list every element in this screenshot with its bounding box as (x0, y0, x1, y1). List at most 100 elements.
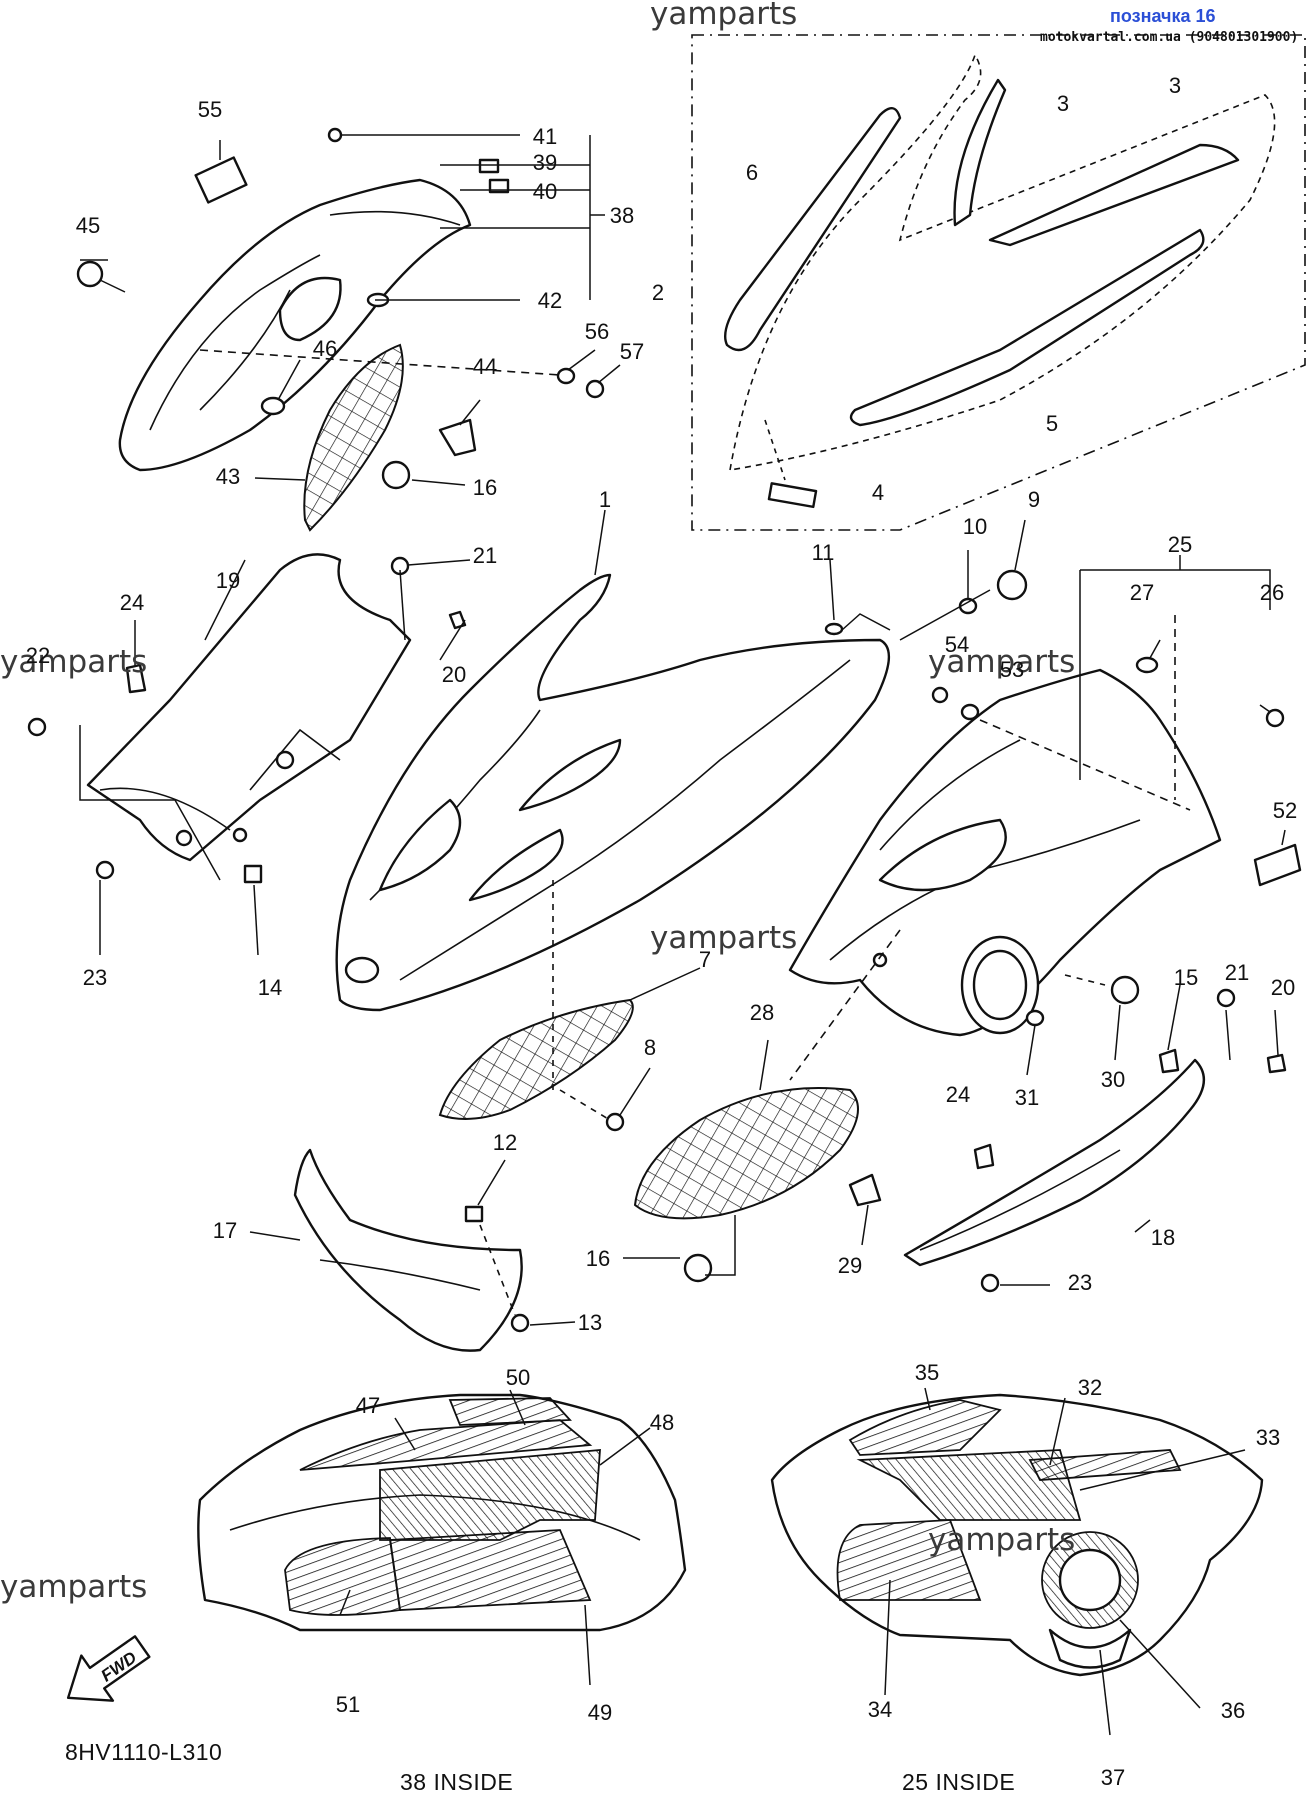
bracket-44 (438, 418, 477, 457)
nut-12 (464, 1205, 484, 1223)
parts-tag: позначка 16 (1110, 6, 1216, 26)
grommet-9 (996, 569, 1028, 601)
inset-25-inside (770, 1393, 1264, 1677)
callout-21: 21 (473, 543, 497, 568)
part-40 (488, 178, 510, 194)
grommet-30 (1110, 975, 1140, 1005)
callout-52: 52 (1273, 798, 1297, 823)
watermark-left: yamparts (0, 644, 147, 680)
screw-8 (605, 1112, 625, 1132)
callout-5: 5 (1046, 411, 1058, 436)
rear-cowl-25 (788, 668, 1222, 1037)
nut-20b (1266, 1053, 1287, 1074)
callout-13: 13 (578, 1310, 602, 1335)
callout-34: 34 (868, 1697, 892, 1722)
callout-11: 11 (812, 540, 835, 565)
clip-4 (767, 482, 818, 509)
callout-57: 57 (620, 339, 644, 364)
under-cowl-17 (293, 1148, 523, 1352)
watermark-lower-right: yamparts (928, 1522, 1075, 1558)
duct-7 (438, 998, 634, 1120)
callout-16: 16 (473, 475, 497, 500)
callout-26: 26 (1260, 580, 1284, 605)
inset-caption-38: 38 INSIDE (400, 1769, 513, 1795)
side-cover-18 (903, 1058, 1205, 1267)
source-label: motokvartal.com.ua (904801301900) (1040, 30, 1298, 45)
washer-11 (824, 622, 844, 636)
callout-48: 48 (650, 1410, 674, 1435)
clip-24a (125, 663, 147, 694)
callout-54: 54 (945, 632, 969, 657)
callout-17: 17 (213, 1218, 237, 1243)
callout-33: 33 (1256, 1425, 1280, 1450)
watermark-top: yamparts (650, 0, 797, 32)
watermark-lower-left: yamparts (0, 1569, 147, 1605)
washer-53 (960, 703, 980, 721)
stripe-35 (848, 1399, 1002, 1456)
callout-37: 37 (1101, 1765, 1125, 1790)
grommet-16a (381, 460, 411, 490)
side-cover-19 (86, 553, 412, 862)
inset-caption-25: 25 INSIDE (902, 1769, 1015, 1795)
grommet-16b (683, 1253, 713, 1283)
part-55 (194, 156, 248, 204)
fwd-arrow-icon: FWD (66, 1635, 151, 1702)
diagram-code: 8HV1110-L310 (65, 1739, 222, 1765)
callout-22: 22 (26, 643, 50, 668)
callout-16: 16 (586, 1246, 610, 1271)
callout-56: 56 (585, 319, 609, 344)
callout-24: 24 (120, 590, 144, 615)
part-39 (478, 158, 500, 174)
callout-31: 31 (1015, 1085, 1039, 1110)
screw-21b (1216, 988, 1236, 1008)
duct-43 (303, 343, 404, 532)
callout-20: 20 (1271, 975, 1295, 1000)
screw-41 (327, 127, 343, 143)
callout-7: 7 (699, 947, 711, 972)
callout-8: 8 (644, 1035, 656, 1060)
washer-31 (1025, 1009, 1045, 1027)
callout-29: 29 (838, 1253, 862, 1278)
screw-13 (510, 1313, 530, 1333)
screw-23a (95, 860, 115, 880)
clip-15 (1158, 1048, 1180, 1074)
leads-28 (623, 929, 901, 1276)
leads-25 (979, 555, 1286, 846)
callout-43: 43 (216, 464, 240, 489)
callout-55: 55 (198, 97, 222, 122)
callout-44: 44 (473, 354, 497, 379)
callout-15: 15 (1174, 965, 1198, 990)
stripe-33 (856, 1449, 1082, 1521)
washer-46 (260, 396, 286, 416)
callout-36: 36 (1221, 1698, 1245, 1723)
watermark-right: yamparts (928, 644, 1075, 680)
callout-49: 49 (588, 1700, 612, 1725)
callout-38: 38 (610, 203, 634, 228)
washer-56 (556, 367, 576, 385)
clip-24b (973, 1143, 995, 1170)
decal-set-box (691, 34, 1306, 531)
side-panel-1 (335, 573, 891, 1090)
leads-7 (559, 967, 701, 1121)
decal-3a (953, 78, 1007, 227)
callout-51: 51 (336, 1692, 360, 1717)
decal-5 (849, 228, 1205, 427)
washer-27 (1135, 656, 1159, 674)
nut-20a (448, 610, 467, 630)
stripe-34 (836, 1519, 982, 1601)
callout-21: 21 (1225, 960, 1249, 985)
callout-4: 4 (872, 480, 884, 505)
callout-12: 12 (493, 1130, 517, 1155)
watermark-center: yamparts (650, 920, 797, 956)
callout-2: 2 (652, 280, 664, 305)
screw-22 (27, 717, 47, 737)
callout-46: 46 (313, 336, 337, 361)
screw-26 (1265, 708, 1285, 728)
callout-25: 25 (1168, 532, 1192, 557)
callout-24: 24 (946, 1082, 970, 1107)
leads-38-inset (339, 1389, 651, 1686)
nut-14 (243, 864, 263, 884)
callout-10: 10 (963, 514, 987, 539)
